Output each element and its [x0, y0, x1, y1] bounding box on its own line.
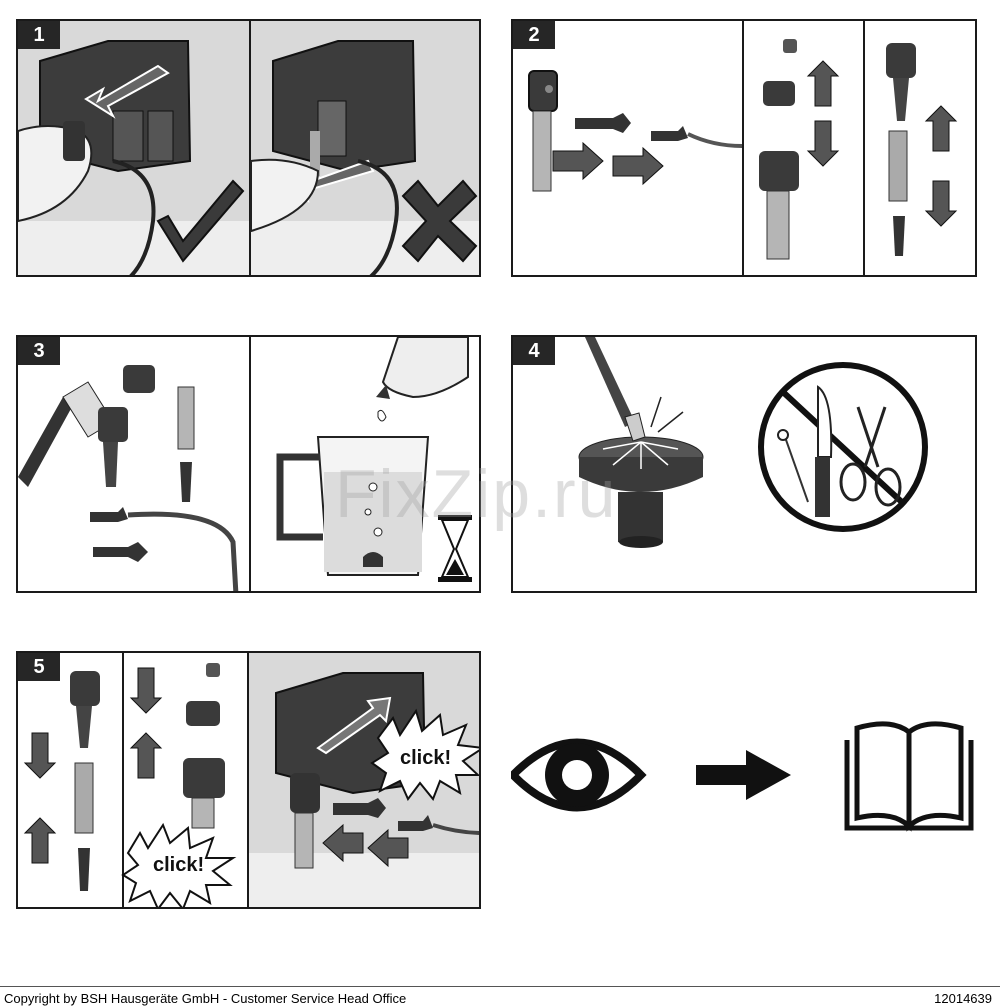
step-3-number: 3 — [18, 337, 60, 365]
check-icon — [156, 179, 245, 263]
step-3-divider — [249, 337, 251, 591]
arrow-right-icon — [696, 750, 791, 800]
footer-copyright: Copyright by BSH Hausgeräte GmbH - Custo… — [4, 991, 407, 1006]
step-2-divider-a — [742, 21, 744, 275]
eye-icon — [511, 738, 647, 812]
step-4-panel: 4 — [511, 335, 977, 593]
footer-doc-number: 12014639 — [934, 991, 992, 1006]
step-1-number: 1 — [18, 21, 60, 49]
step-5-divider-b — [247, 653, 249, 907]
step-2-number: 2 — [513, 21, 555, 49]
step-2-divider-b — [863, 21, 865, 275]
step-1-divider — [249, 21, 251, 275]
step-1-panel: 1 — [16, 19, 481, 277]
step-2-illustration — [528, 39, 958, 260]
book-icon — [844, 721, 974, 832]
step-5-illustration: click! click! — [23, 653, 479, 907]
step-5-number: 5 — [18, 653, 60, 681]
click-label-1: click! — [153, 854, 204, 876]
hourglass-icon — [438, 515, 472, 582]
click-burst-1: click! — [121, 822, 237, 907]
step-5-divider-a — [122, 653, 124, 907]
step-4-number: 4 — [513, 337, 555, 365]
step-1-illustration — [18, 21, 479, 275]
read-manual-hint — [511, 721, 974, 832]
step-2-panel: 2 — [511, 19, 977, 277]
step-3-panel: 3 — [16, 335, 481, 593]
step-3-illustration — [18, 337, 472, 591]
click-label-2: click! — [400, 747, 451, 769]
step-5-panel: 5 click! click! — [16, 651, 481, 909]
prohibited-icon — [758, 362, 928, 532]
cross-icon — [401, 179, 478, 263]
click-burst-2: click! — [370, 708, 479, 801]
step-4-illustration — [578, 337, 928, 548]
footer: Copyright by BSH Hausgeräte GmbH - Custo… — [0, 986, 1000, 1006]
